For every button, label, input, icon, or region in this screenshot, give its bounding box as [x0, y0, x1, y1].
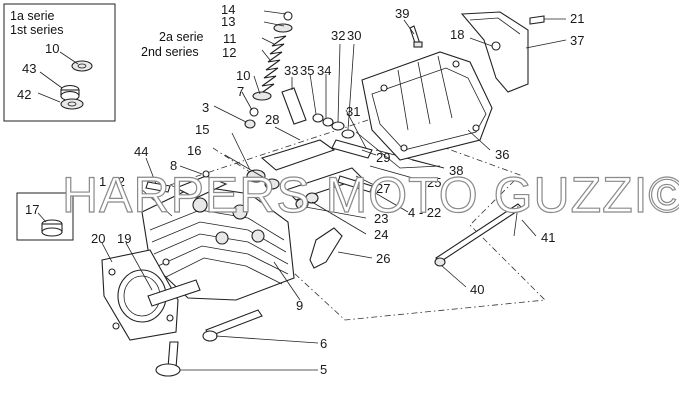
- callout-5: 5: [320, 362, 327, 377]
- second-series-label-2: 2nd series: [141, 45, 199, 59]
- part-20-head-gasket-icon: [101, 242, 179, 341]
- callout-3: 3: [202, 100, 209, 115]
- callout-32: 32: [331, 28, 345, 43]
- callout-10-second: 10: [236, 68, 250, 83]
- callout-35: 35: [300, 63, 314, 78]
- callout-14: 14: [221, 2, 235, 17]
- part-14-collet-icon: [283, 11, 293, 21]
- rocker-assembly: [224, 43, 445, 235]
- callout-36: 36: [495, 147, 509, 162]
- part-18-grommet-icon: [469, 37, 501, 51]
- part-44-stud-icon: [145, 157, 171, 193]
- callout-1-2: 1 - 2: [99, 174, 125, 189]
- part-13-retainer-icon: [273, 23, 293, 33]
- watermark-text: HARPERS MOTO GUZZI©: [62, 167, 679, 223]
- callout-41: 41: [541, 230, 555, 245]
- part-8-dowel-icon: [179, 165, 210, 178]
- callout-40: 40: [470, 282, 484, 297]
- callout-38: 38: [449, 163, 463, 178]
- part-17-box: [16, 192, 74, 241]
- callout-25: 25: [427, 175, 441, 190]
- callout-28: 28: [265, 112, 279, 127]
- first-series-label-2: 1st series: [10, 23, 64, 37]
- part-10-seat-icon: [252, 91, 272, 101]
- part-42-washer-icon: [60, 98, 84, 110]
- part-31-29-shaft-icon: [331, 139, 373, 159]
- callout-6: 6: [320, 336, 327, 351]
- callout-43: 43: [22, 61, 36, 76]
- second-series-label-1: 2a serie: [159, 30, 204, 44]
- part-17-cup-icon: [41, 219, 63, 237]
- first-series-label-1: 1a serie: [10, 9, 55, 23]
- callout-19: 19: [117, 231, 131, 246]
- callout-11: 11: [223, 31, 237, 46]
- part-16-washer-icon: [264, 178, 280, 190]
- callout-labels: 14 13 11 12 2a serie 2nd series 10 7 3 1…: [17, 2, 584, 377]
- callout-34: 34: [317, 63, 331, 78]
- callout-23: 23: [374, 211, 388, 226]
- part-33-pushrod-tube-icon: [281, 77, 307, 125]
- part-6-exhaust-valve-icon: [202, 309, 319, 344]
- part-36-valve-cover-icon: [361, 51, 493, 161]
- callout-17: 17: [25, 202, 39, 217]
- callout-27: 27: [376, 181, 390, 196]
- callout-9: 9: [296, 298, 303, 313]
- callout-24: 24: [374, 227, 388, 242]
- part-40-washer-icon: [434, 257, 467, 288]
- callout-4-22: 4 - 22: [408, 205, 441, 220]
- part-15-bushing-icon: [246, 169, 266, 183]
- part-37-cover-plate-icon: [460, 11, 567, 93]
- part-43-cap-icon: [60, 84, 80, 102]
- callout-30: 30: [347, 28, 361, 43]
- callout-12: 12: [222, 45, 236, 60]
- cylinder-head-icon: [139, 175, 301, 301]
- part-35-34-spacer-icon: [312, 113, 334, 127]
- first-series-box: 1a serie 1st series: [3, 3, 116, 122]
- valve-spring-stack: [213, 10, 293, 129]
- part-32-30-washer-icon: [331, 121, 355, 139]
- part-24-nut-icon: [305, 192, 319, 204]
- part-27-25-pin-icon: [337, 175, 373, 193]
- part-23-nut-icon: [295, 198, 309, 210]
- callout-15: 15: [195, 122, 209, 137]
- callout-26: 26: [376, 251, 390, 266]
- callout-13: 13: [221, 14, 235, 29]
- callout-7: 7: [237, 84, 244, 99]
- callout-29: 29: [376, 150, 390, 165]
- callout-18: 18: [450, 27, 464, 42]
- callout-37: 37: [570, 33, 584, 48]
- callout-33: 33: [284, 63, 298, 78]
- part-39-bolt-icon: [403, 19, 423, 48]
- callout-20: 20: [91, 231, 105, 246]
- callout-10-first: 10: [45, 41, 59, 56]
- callout-16: 16: [187, 143, 201, 158]
- callout-31: 31: [346, 104, 360, 119]
- part-3-guide-icon: [244, 119, 256, 129]
- part-21-screw-icon: [529, 15, 566, 25]
- part-38-gasket-icon: [355, 131, 445, 169]
- callout-44: 44: [134, 144, 148, 159]
- part-10-seal-icon: [71, 60, 93, 72]
- callout-39: 39: [395, 6, 409, 21]
- callout-42: 42: [17, 87, 31, 102]
- callout-21: 21: [570, 11, 584, 26]
- part-11-12-spring-icon: [259, 35, 287, 95]
- callout-8: 8: [170, 158, 177, 173]
- part-5-intake-valve-icon: [155, 341, 318, 377]
- part-19-o-ring-icon: [125, 242, 201, 307]
- part-26-bracket-icon: [309, 227, 373, 269]
